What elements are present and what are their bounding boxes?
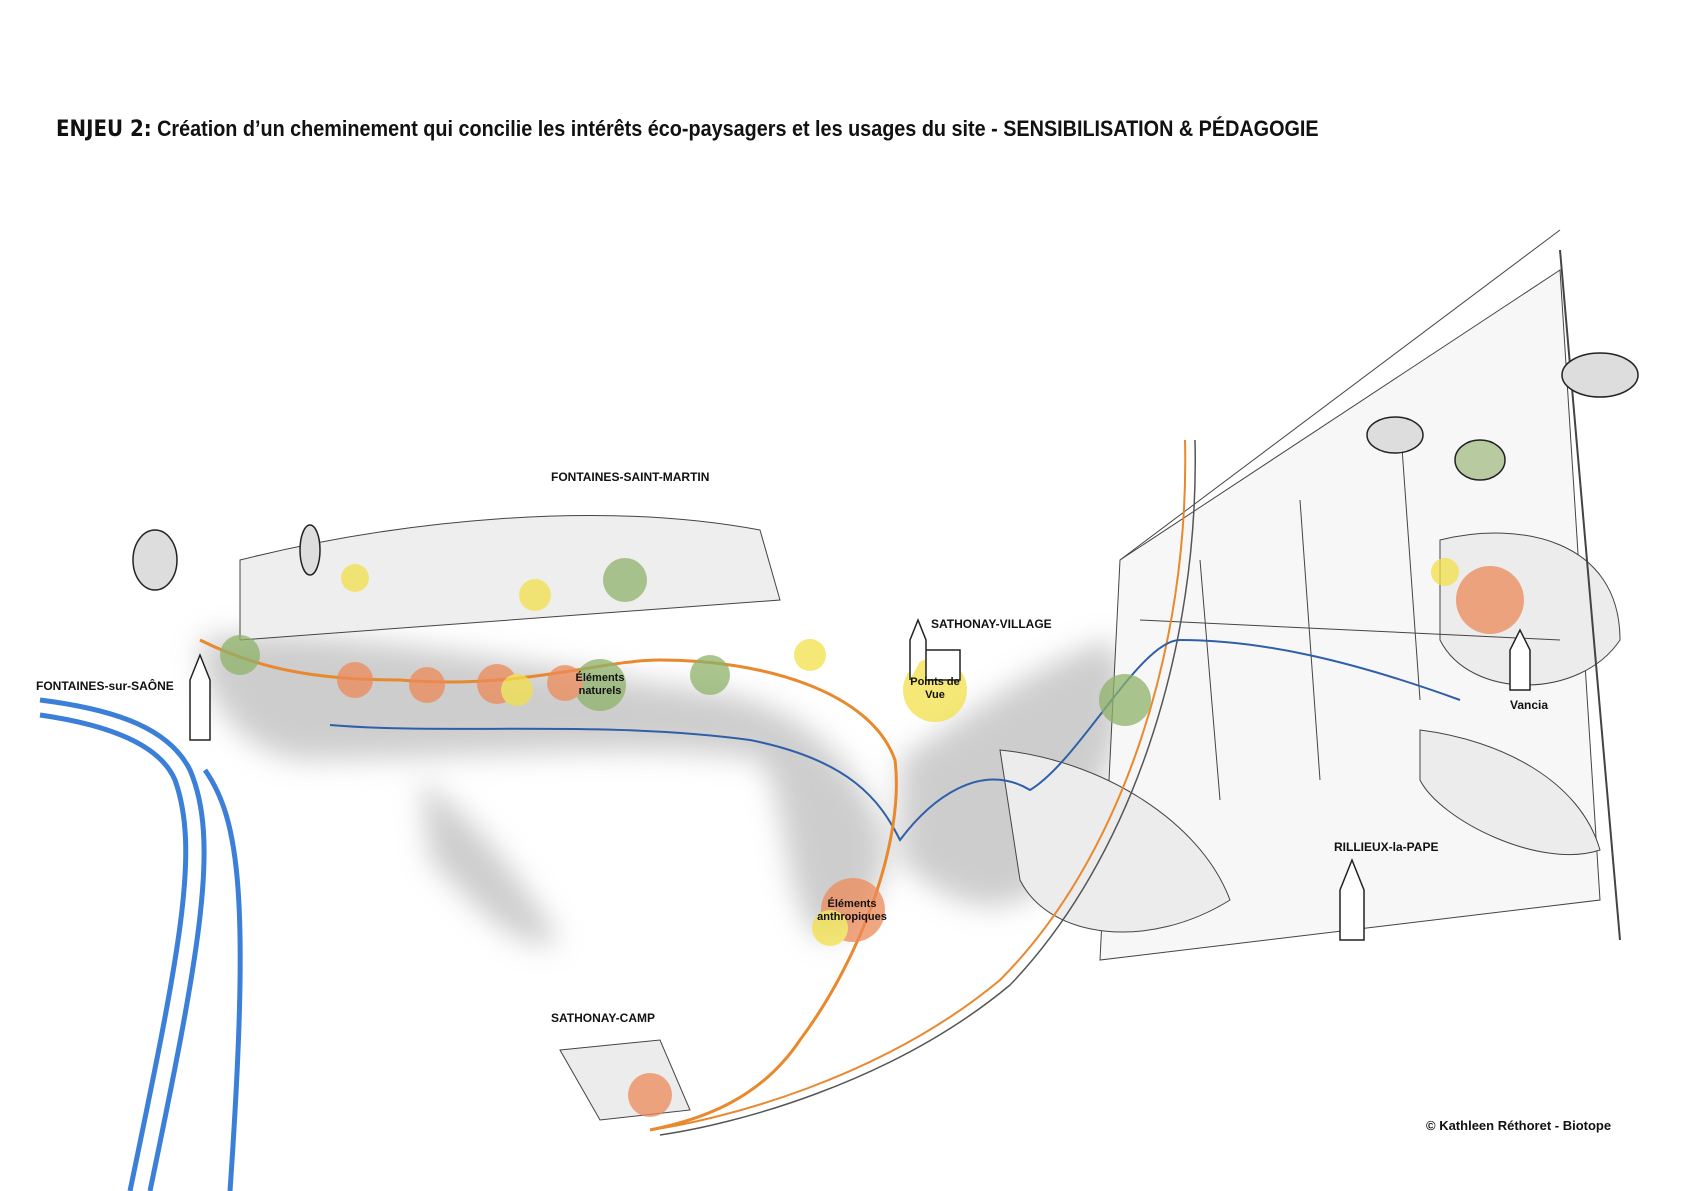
saone-river <box>39 697 243 1191</box>
bird-illustration <box>132 352 1639 591</box>
theme-markers <box>220 558 1524 1117</box>
place-label-fontaines-sur-saone: FONTAINES-sur-SAÔNE <box>36 679 174 693</box>
viewpoint-marker <box>812 910 848 946</box>
place-label-vancia: Vancia <box>1510 698 1549 712</box>
anthropic-marker <box>547 665 583 701</box>
church-icon <box>189 617 1531 941</box>
natural-marker <box>690 655 730 695</box>
anthropic-marker <box>628 1073 672 1117</box>
natural-marker <box>574 659 626 711</box>
anthropic-marker <box>1456 566 1524 634</box>
walking-path <box>199 638 898 1132</box>
viewpoint-marker <box>1431 558 1459 586</box>
natural-marker <box>1099 674 1151 726</box>
viewpoint-marker <box>794 639 826 671</box>
copyright-credit: © Kathleen Réthoret - Biotope <box>1426 1118 1612 1133</box>
title-text: Création d’un cheminement qui concilie l… <box>157 116 1319 141</box>
place-label-sathonay-village: SATHONAY-VILLAGE <box>931 617 1052 631</box>
theme-label-naturels: Éléments naturels <box>575 672 625 697</box>
anthropic-marker <box>337 662 373 698</box>
theme-label-anthropiques: Éléments anthropiques <box>817 898 887 923</box>
stream <box>329 638 1461 842</box>
viewpoint-marker <box>501 674 533 706</box>
natural-marker <box>603 558 647 602</box>
place-label-rillieux-la-pape: RILLIEUX-la-PAPE <box>1334 840 1439 854</box>
title-lead: ENJEU 2: <box>56 117 152 142</box>
place-label-fontaines-saint-martin: FONTAINES-SAINT-MARTIN <box>551 470 710 484</box>
viewpoint-marker <box>341 564 369 592</box>
place-label-sathonay-camp: SATHONAY-CAMP <box>551 1011 656 1025</box>
page-title: ENJEU 2:Création d’un cheminement qui co… <box>56 116 1319 142</box>
anthropic-marker <box>409 667 445 703</box>
theme-label-points-de-vue: Points de Vue <box>910 676 960 701</box>
natural-marker <box>220 635 260 675</box>
railway <box>649 439 1196 1136</box>
viewpoint-marker <box>519 579 551 611</box>
